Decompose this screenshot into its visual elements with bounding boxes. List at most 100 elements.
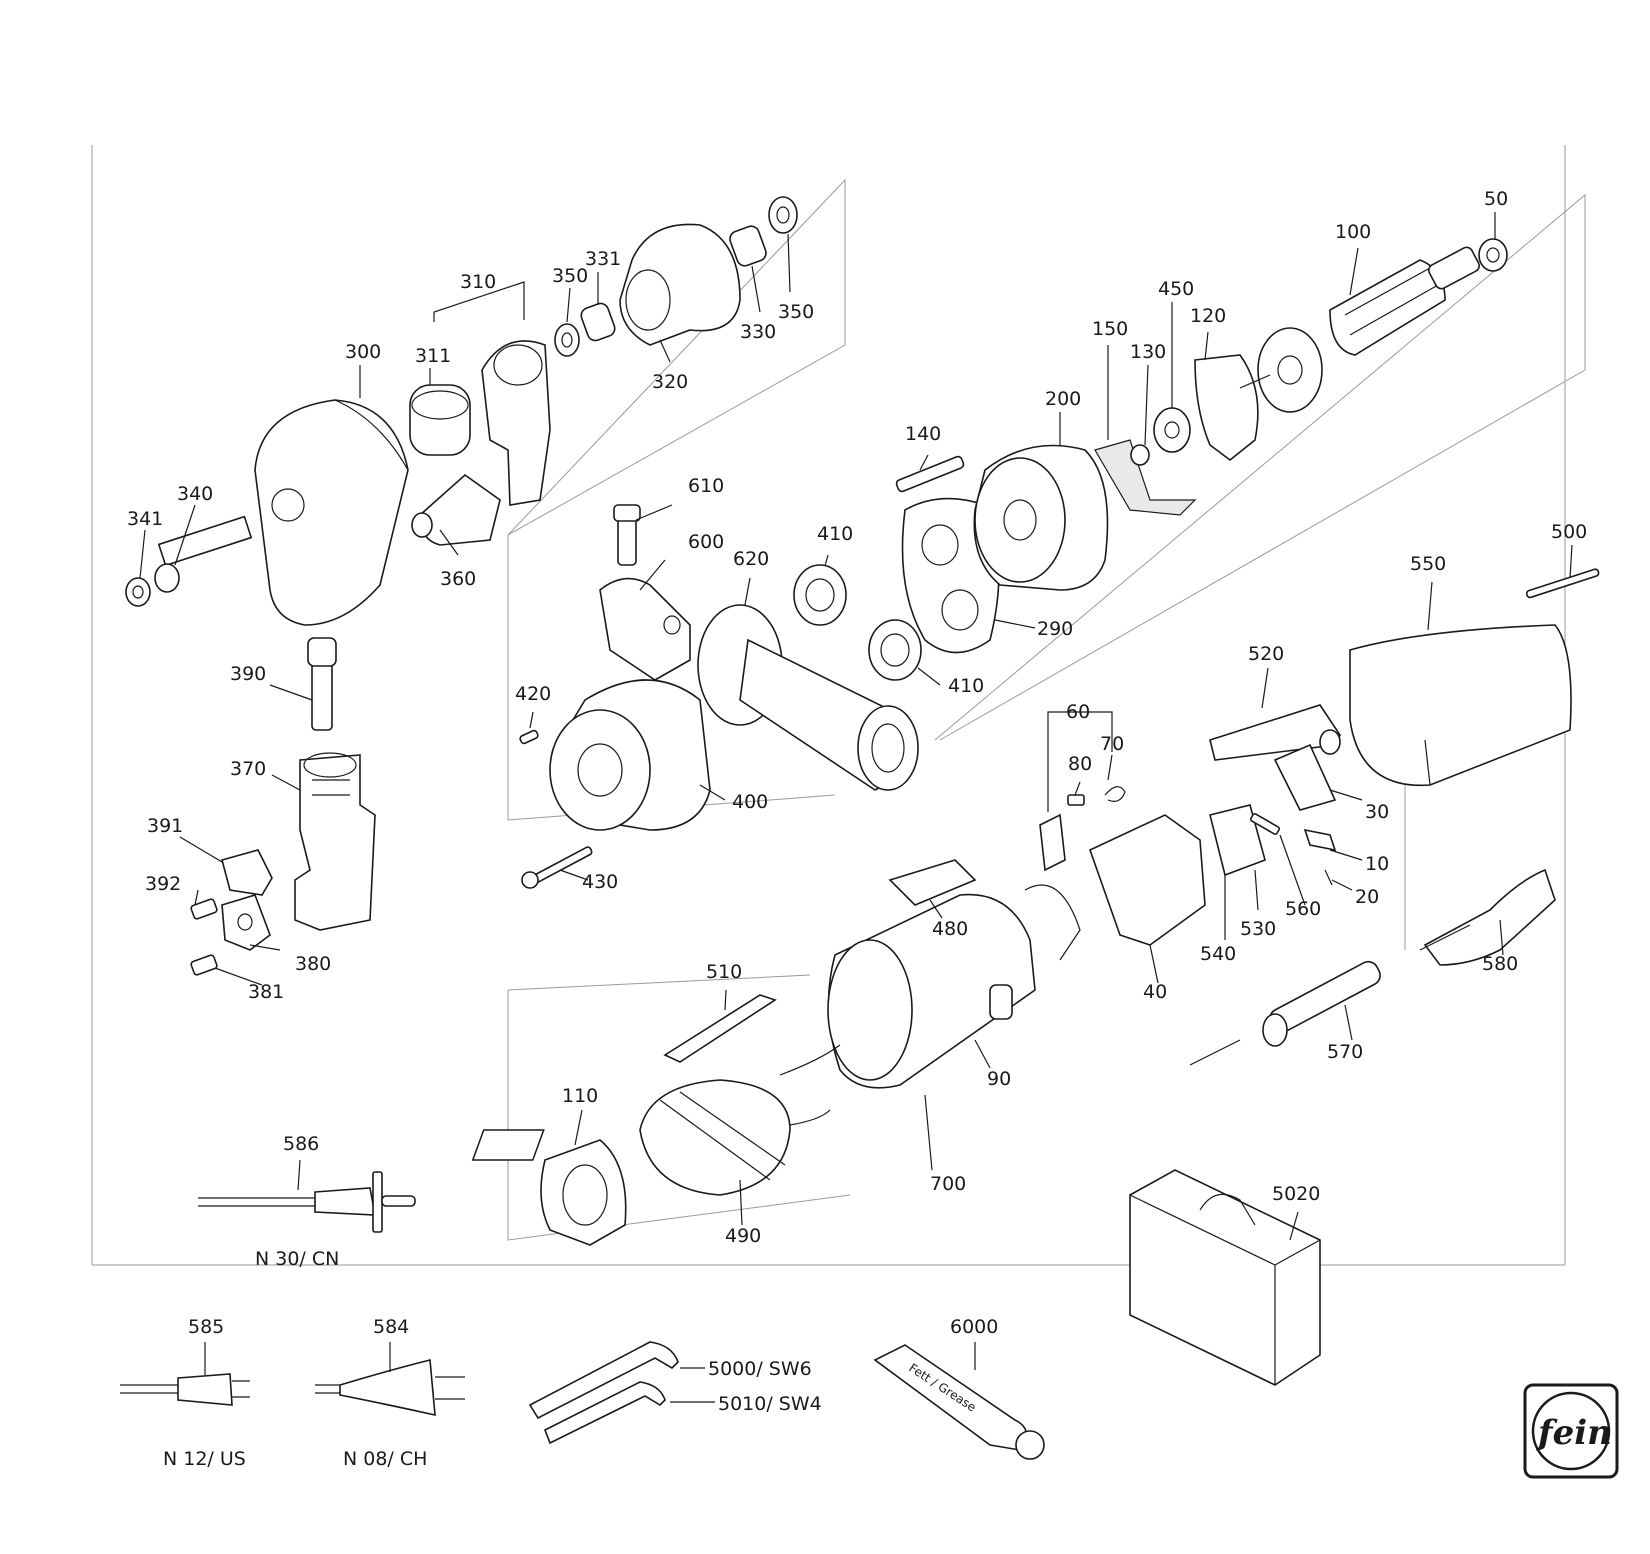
part-120-plate	[1194, 354, 1259, 462]
label-part-320: 320	[652, 371, 688, 393]
fein-logo: fein	[1523, 1383, 1619, 1479]
part-110-ring	[540, 1139, 627, 1246]
motor-housing-group	[471, 859, 1081, 1246]
label-part-580: 580	[1482, 953, 1518, 975]
label-part-360: 360	[440, 568, 476, 590]
label-part-200: 200	[1045, 388, 1081, 410]
label-part-600: 600	[688, 531, 724, 553]
gear-train-group	[793, 354, 1259, 681]
part-490-field-coil	[639, 1079, 791, 1196]
cutting-head-group	[190, 752, 376, 976]
hex-key-sw6	[528, 1341, 679, 1420]
part-350-washer-a	[554, 323, 580, 357]
part-100-armature	[1329, 259, 1446, 356]
plug-variants-group	[120, 1171, 465, 1417]
part-300-gear-housing	[254, 399, 409, 626]
label-part-610: 610	[688, 475, 724, 497]
label-part-480: 480	[932, 918, 968, 940]
part-500-screw	[1525, 568, 1600, 599]
label-part-90: 90	[987, 1068, 1011, 1090]
leader-lines	[139, 212, 1573, 1403]
part-30-bracket	[1273, 743, 1337, 811]
label-part-290: 290	[1037, 618, 1073, 640]
part-580-plug	[1423, 868, 1556, 966]
label-part-350-b: 350	[778, 301, 814, 323]
label-part-410-a: 410	[817, 523, 853, 545]
part-labels: 300 310 311 350 331 320 330 350 340 341 …	[127, 188, 1587, 1470]
part-550-cover	[1349, 624, 1572, 787]
part-340-head	[154, 563, 180, 593]
label-part-100: 100	[1335, 221, 1371, 243]
part-310-bracket	[481, 340, 551, 506]
gearbox-handle-group	[519, 504, 919, 889]
label-part-80: 80	[1068, 753, 1092, 775]
tools-group	[528, 1341, 1045, 1460]
part-410-gear-b	[868, 619, 922, 681]
label-part-584: 584	[373, 1316, 409, 1338]
part-391-clamp	[221, 849, 273, 896]
part-10-clip	[1303, 828, 1337, 852]
label-part-350-a: 350	[552, 265, 588, 287]
part-510-lever	[663, 994, 777, 1063]
part-370-cutter-head	[294, 754, 376, 931]
label-part-20: 20	[1355, 886, 1379, 908]
part-5020-case	[1129, 1169, 1321, 1386]
label-part-586: 586	[283, 1133, 319, 1155]
part-392-screw	[190, 898, 218, 920]
label-part-341: 341	[127, 508, 163, 530]
part-331-bearing	[580, 302, 616, 342]
label-part-110: 110	[562, 1085, 598, 1107]
label-part-380: 380	[295, 953, 331, 975]
part-380-clamp	[221, 894, 271, 951]
label-part-120: 120	[1190, 305, 1226, 327]
part-350-washer-b	[768, 196, 798, 234]
label-part-60: 60	[1066, 701, 1090, 723]
label-part-390: 390	[230, 663, 266, 685]
label-part-6000: 6000	[950, 1316, 998, 1338]
label-part-150: 150	[1092, 318, 1128, 340]
part-70-spring	[1104, 786, 1126, 802]
label-part-540: 540	[1200, 943, 1236, 965]
label-part-520: 520	[1248, 643, 1284, 665]
electrics-group	[1039, 568, 1600, 1066]
part-600-block	[599, 577, 691, 681]
part-560-strip	[1249, 812, 1281, 836]
part-410-gear-a	[793, 564, 847, 626]
hex-key-sw4	[543, 1381, 666, 1445]
label-part-300: 300	[345, 341, 381, 363]
label-part-10: 10	[1365, 853, 1389, 875]
part-320-gear-case	[619, 223, 741, 346]
label-variant-n08: N 08/ CH	[343, 1448, 427, 1470]
part-585-plug	[177, 1373, 233, 1406]
label-part-410-b: 410	[948, 675, 984, 697]
armature-group	[1239, 238, 1508, 413]
part-341-washer	[125, 577, 151, 607]
part-140-spring	[895, 455, 965, 493]
label-part-311: 311	[415, 345, 451, 367]
part-50-bearing	[1478, 238, 1508, 272]
label-part-550: 550	[1410, 553, 1446, 575]
label-hex-key-5000: 5000/ SW6	[708, 1358, 812, 1380]
part-80-brush	[1067, 794, 1085, 806]
label-part-5020: 5020	[1272, 1183, 1320, 1205]
label-hex-key-5010: 5010/ SW4	[718, 1393, 822, 1415]
label-part-140: 140	[905, 423, 941, 445]
label-part-570: 570	[1327, 1041, 1363, 1063]
part-584-plug	[339, 1358, 436, 1417]
carrying-case-group	[1129, 1169, 1321, 1386]
part-586-plug	[314, 1187, 376, 1216]
part-420-pin	[519, 729, 539, 745]
part-381-screw	[190, 954, 218, 976]
label-part-381: 381	[248, 981, 284, 1003]
part-340-pin	[157, 515, 253, 567]
label-part-391: 391	[147, 815, 183, 837]
part-360-spindle	[419, 473, 501, 546]
label-part-420: 420	[515, 683, 551, 705]
part-311-bearing	[409, 384, 471, 456]
label-part-370: 370	[230, 758, 266, 780]
label-part-40: 40	[1143, 981, 1167, 1003]
part-450-bearing	[1153, 407, 1191, 453]
label-part-510: 510	[706, 961, 742, 983]
label-part-560: 560	[1285, 898, 1321, 920]
